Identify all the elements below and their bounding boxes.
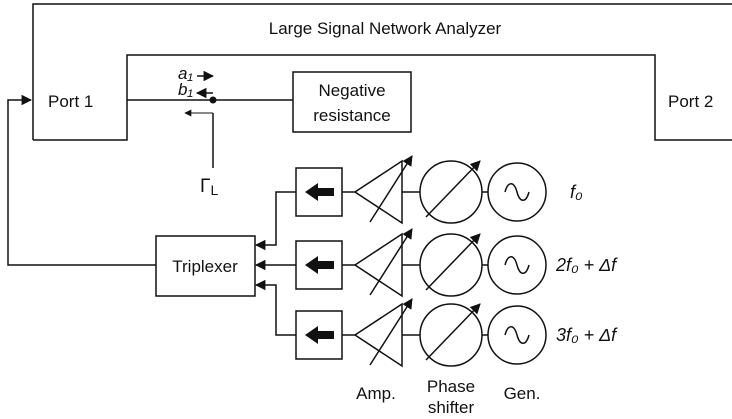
channel-1-feed-line xyxy=(254,191,296,251)
amp-label: Amp. xyxy=(356,384,396,403)
sine-wave-icon xyxy=(504,256,530,274)
channel-2: 2f₀ + Δf xyxy=(295,228,618,298)
gen-label: Gen. xyxy=(504,384,541,403)
phase-arrow-3 xyxy=(425,303,481,361)
b1-wave-label: b₁ xyxy=(178,80,193,99)
channel-3-feed-line xyxy=(254,279,296,336)
channel-3-frequency: 3f₀ + Δf xyxy=(556,325,618,345)
negative-resistance-label-1: Negative xyxy=(318,81,385,100)
gamma-l-label: ΓL xyxy=(200,176,218,198)
channel-1-frequency: f₀ xyxy=(570,182,583,202)
a1-wave-label: a₁ xyxy=(178,64,193,83)
amplifier-2 xyxy=(353,232,403,298)
analyzer-title: Large Signal Network Analyzer xyxy=(269,19,502,38)
channel-3: 3f₀ + Δf xyxy=(295,298,618,368)
isolator-arrow-icon xyxy=(305,326,334,344)
triplexer-to-port1-line xyxy=(7,94,156,266)
reference-node xyxy=(209,96,217,104)
channel-1: f₀ xyxy=(295,155,583,225)
amplifier-gain-arrow-3 xyxy=(369,298,413,366)
isolator-arrow-icon xyxy=(305,183,334,201)
phase-arrow-1 xyxy=(425,160,481,218)
sine-wave-icon xyxy=(504,183,530,201)
isolator-arrow-icon xyxy=(305,256,334,274)
triplexer-label: Triplexer xyxy=(172,257,238,276)
amplifier-1 xyxy=(353,159,403,225)
amplifier-3 xyxy=(353,302,403,368)
analyzer-frame xyxy=(32,3,732,141)
phase-shifter-label-2: shifter xyxy=(428,398,475,417)
phase-arrow-2 xyxy=(425,233,481,291)
port-1-label: Port 1 xyxy=(48,92,93,111)
port-2-label: Port 2 xyxy=(668,92,713,111)
channel-2-frequency: 2f₀ + Δf xyxy=(555,255,618,275)
amplifier-gain-arrow-2 xyxy=(369,228,413,296)
sine-wave-icon xyxy=(504,326,530,344)
negative-resistance-block xyxy=(292,71,412,133)
negative-resistance-label-2: resistance xyxy=(313,106,390,125)
phase-shifter-label-1: Phase xyxy=(427,377,475,396)
amplifier-gain-arrow-1 xyxy=(369,155,413,223)
